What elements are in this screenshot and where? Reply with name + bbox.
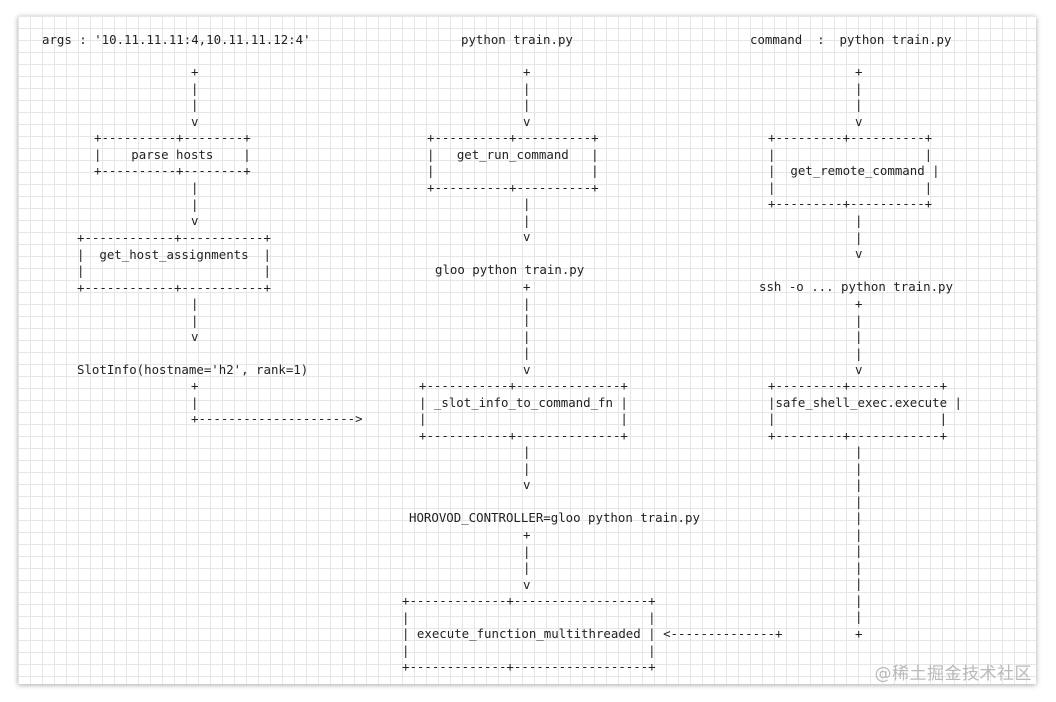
ssh-label: ssh -o ... python train.py: [759, 279, 953, 294]
safe-shell-exec-box: +---------+------------+ |safe_shell_exe…: [768, 378, 962, 443]
arrow-col2-after-slot: | | v: [523, 444, 531, 492]
slot-info-to-command-fn-box: +-----------+--------------+ | _slot_inf…: [419, 378, 628, 443]
watermark: @稀土掘金技术社区: [874, 664, 1032, 684]
get-remote-command-box: +---------+----------+ | | | get_remote_…: [768, 130, 940, 211]
slotinfo-arrow: + | +--------------------->: [191, 378, 363, 426]
arrow-col2-top: + | | v: [523, 64, 531, 129]
python-train-label: python train.py: [461, 32, 573, 47]
arrow-col3-low: + | | | v: [855, 296, 863, 377]
arrow-col2-horovod: + | | v: [523, 527, 531, 592]
get-host-assignments-box: +------------+-----------+ | get_host_as…: [77, 230, 271, 295]
diagram-canvas: args : '10.11.11.11:4,10.11.11.12:4' pyt…: [18, 16, 1036, 684]
arrow-col2-low: + | | | | v: [523, 279, 531, 377]
args-label: args : '10.11.11.11:4,10.11.11.12:4': [42, 32, 311, 47]
arrow-col3-mid: | | v: [855, 213, 863, 261]
arrow-col1-low: | | v: [191, 296, 199, 344]
arrow-col2-mid: | | v: [523, 196, 531, 244]
slotinfo-label: SlotInfo(hostname='h2', rank=1): [77, 362, 309, 377]
arrow-col3-top: + | | v: [855, 64, 863, 129]
get-run-command-box: +----------+----------+ | get_run_comman…: [427, 130, 599, 195]
arrow-col1-mid: | | v: [191, 180, 199, 228]
gloo-label: gloo python train.py: [435, 262, 585, 277]
parse-hosts-box: +----------+--------+ | parse hosts | +-…: [94, 130, 251, 178]
arrow-col1-top: + | | v: [191, 64, 199, 129]
horovod-label: HOROVOD_CONTROLLER=gloo python train.py: [409, 510, 700, 525]
arrow-col3-down: | | | | | | | | | | | +: [855, 444, 863, 641]
execute-function-box: +-------------+------------------+ | | |…: [402, 593, 783, 674]
command-label: command : python train.py: [750, 32, 952, 47]
